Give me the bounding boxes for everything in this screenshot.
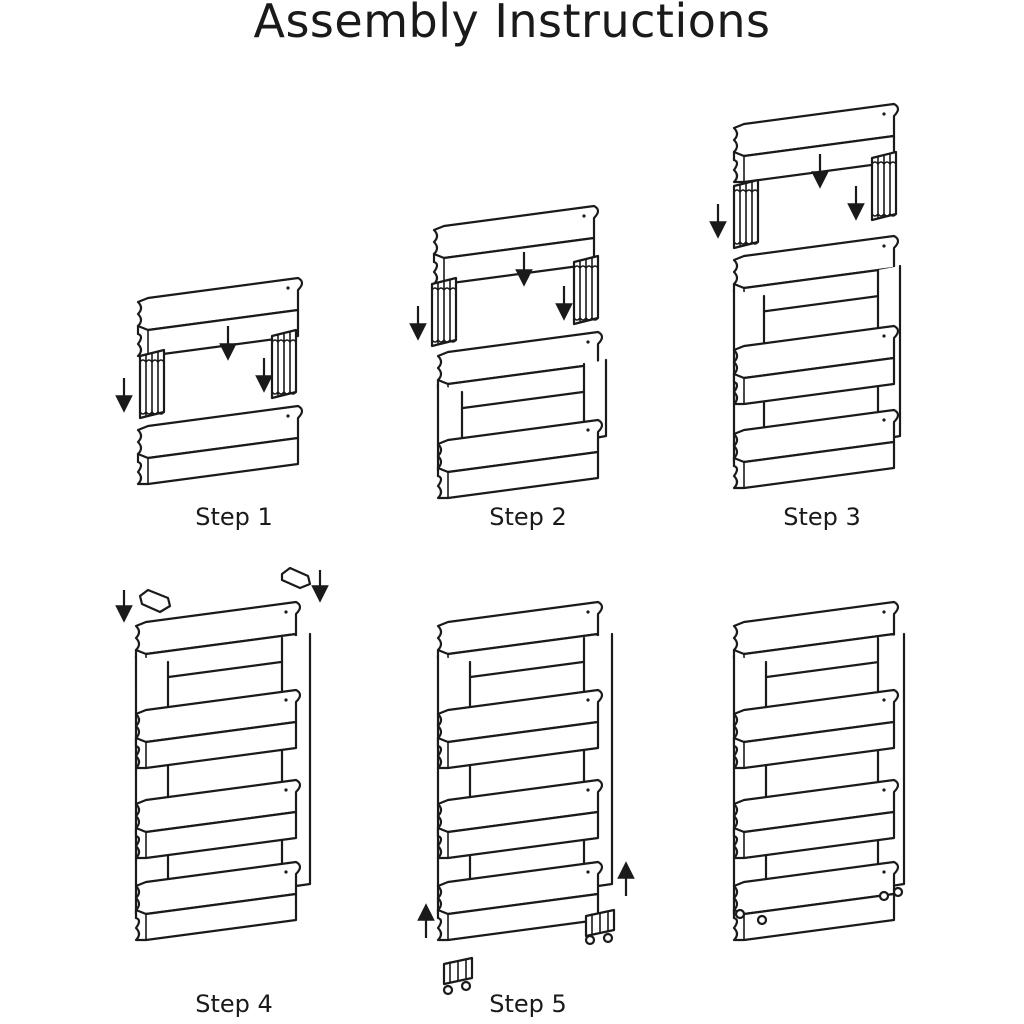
step-2-figure	[409, 204, 608, 500]
step-4-figure	[115, 566, 329, 942]
step-5-figure	[417, 600, 635, 996]
step-3-figure	[709, 102, 902, 490]
step-1-label: Step 1	[195, 503, 273, 531]
final-assembled-cart	[732, 600, 906, 942]
step-1-figure	[115, 276, 304, 486]
step-4-label: Step 4	[195, 990, 273, 1018]
step-2-label: Step 2	[489, 503, 567, 531]
page-title: Assembly Instructions	[253, 0, 771, 48]
step-3-label: Step 3	[783, 503, 861, 531]
step-5-label: Step 5	[489, 990, 567, 1018]
